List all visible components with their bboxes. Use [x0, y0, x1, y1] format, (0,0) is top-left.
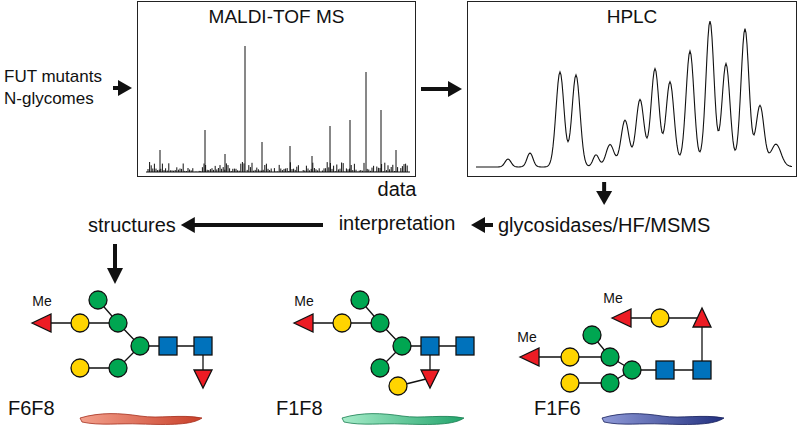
- worm-green: [342, 414, 464, 425]
- flow-arrow: [421, 81, 462, 97]
- methyl-label: Me: [32, 293, 51, 309]
- glycan-f1f8: [294, 291, 474, 395]
- glycan-f1f6: [520, 308, 711, 392]
- sample-label: FUT mutants N-glycomes: [4, 66, 108, 110]
- node-text: glycosidases/HF/MSMS: [498, 210, 710, 240]
- flow-arrow: [181, 217, 323, 233]
- mutant-label: F1F8: [276, 396, 323, 420]
- node-text: data interpretation: [328, 172, 466, 240]
- hplc-panel: HPLC: [467, 1, 797, 177]
- mutant-label: F1F6: [534, 396, 581, 420]
- chromatogram-line: [476, 21, 792, 167]
- node-text: MALDI-TOF MS: [138, 2, 415, 28]
- step-label: data interpretation: [328, 172, 466, 240]
- hplc-trace: [476, 21, 792, 167]
- node-text: FUT mutants N-glycomes: [4, 66, 108, 110]
- ms-spectrum: [146, 46, 410, 172]
- spectrum-peaks: [146, 46, 410, 172]
- flow-arrow: [113, 80, 132, 96]
- worm-blue: [602, 414, 724, 425]
- methyl-label: Me: [603, 290, 622, 306]
- method-label: glycosidases/HF/MSMS: [498, 210, 710, 240]
- worm-red: [80, 414, 202, 425]
- flow-arrow: [596, 182, 612, 205]
- node-text: structures: [88, 210, 176, 240]
- methyl-label: Me: [517, 329, 536, 345]
- node-text: HPLC: [468, 2, 796, 28]
- step-label: structures: [88, 210, 176, 240]
- flow-arrow: [471, 217, 493, 233]
- glycan-f6f8: [32, 291, 212, 388]
- mutant-label: F6F8: [8, 396, 55, 420]
- methyl-label: Me: [294, 293, 313, 309]
- maldi-panel: MALDI-TOF MS: [137, 1, 416, 177]
- down-arrow: [107, 244, 123, 284]
